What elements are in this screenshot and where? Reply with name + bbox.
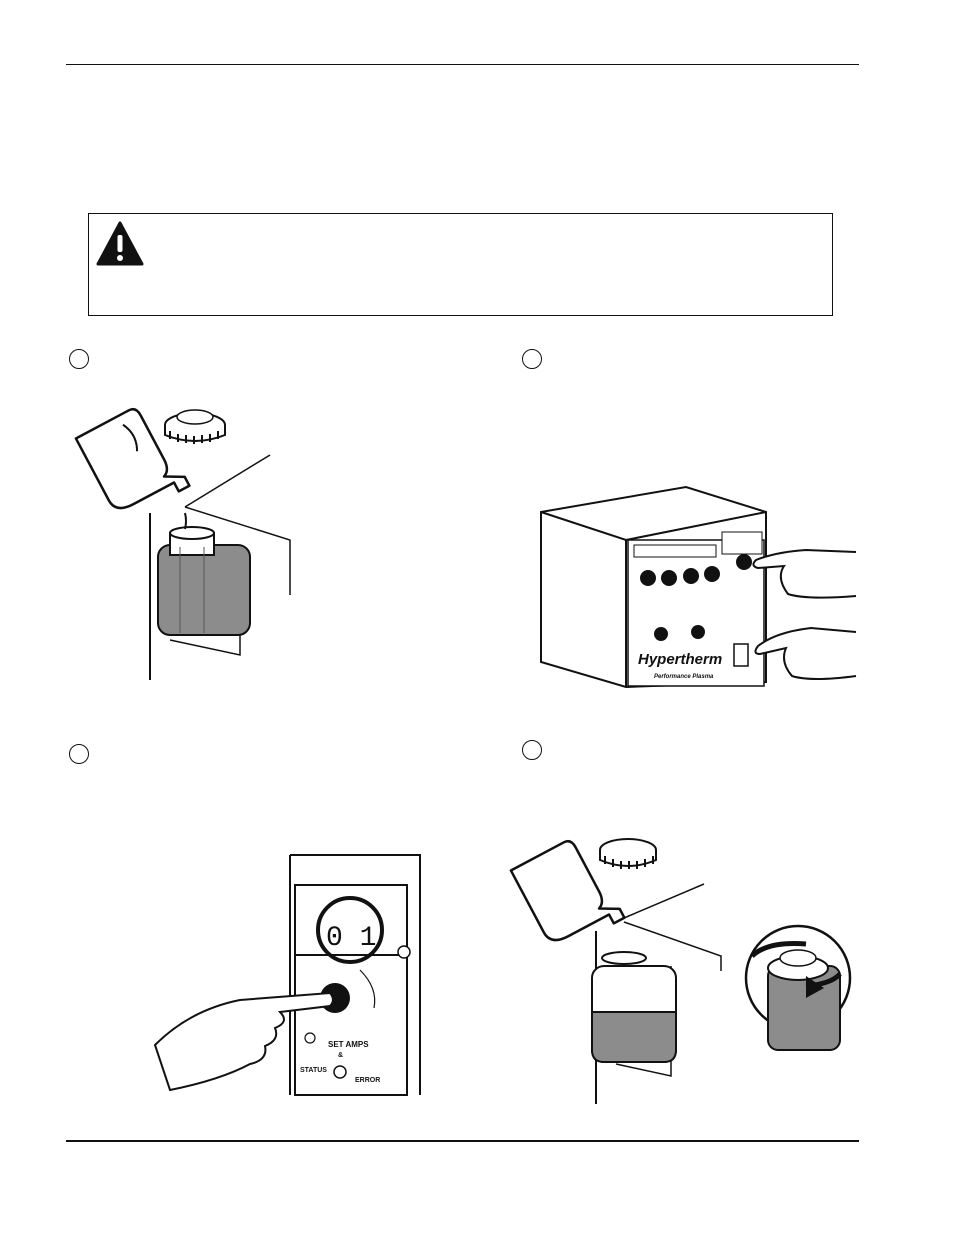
display-readout: 0 1 (326, 923, 376, 954)
step-3-marker (69, 744, 89, 764)
coolant-reservoir-icon (591, 951, 677, 1063)
figure-set-amps: 0 1 SET AMPS & STATUS ERROR (153, 854, 421, 1096)
hand-upper-icon (752, 548, 857, 599)
pressing-hand-icon (153, 991, 334, 1092)
header-rule (66, 64, 859, 65)
coolant-bottle-icon (509, 839, 626, 942)
figure-pour-coolant (74, 407, 291, 680)
set-amps-symbol: & (338, 1052, 343, 1059)
figure-refill-reservoir (509, 838, 852, 1104)
status-label: STATUS (300, 1067, 327, 1074)
step-2-marker (522, 349, 542, 369)
rotate-arrow-icon (806, 976, 824, 998)
warning-box (88, 213, 833, 316)
error-label: ERROR (355, 1077, 380, 1084)
footer-rule (66, 1140, 859, 1142)
step-4-marker (522, 740, 542, 760)
hand-lower-icon (754, 626, 857, 680)
power-supply-unit (540, 485, 767, 689)
coolant-reservoir-icon (157, 526, 251, 636)
reservoir-cap-icon (599, 838, 657, 869)
step-1-marker (69, 349, 89, 369)
warning-triangle-icon (96, 221, 144, 266)
reservoir-cap-icon (164, 409, 226, 444)
figure-power-supply: Hypertherm Performance Plasma (540, 485, 857, 689)
brand-label: Hypertherm (638, 651, 722, 668)
set-amps-label: SET AMPS (328, 1040, 369, 1049)
brand-subtitle: Performance Plasma (654, 674, 714, 680)
cap-tighten-inset (744, 924, 852, 1051)
coolant-bottle-icon (74, 407, 191, 510)
